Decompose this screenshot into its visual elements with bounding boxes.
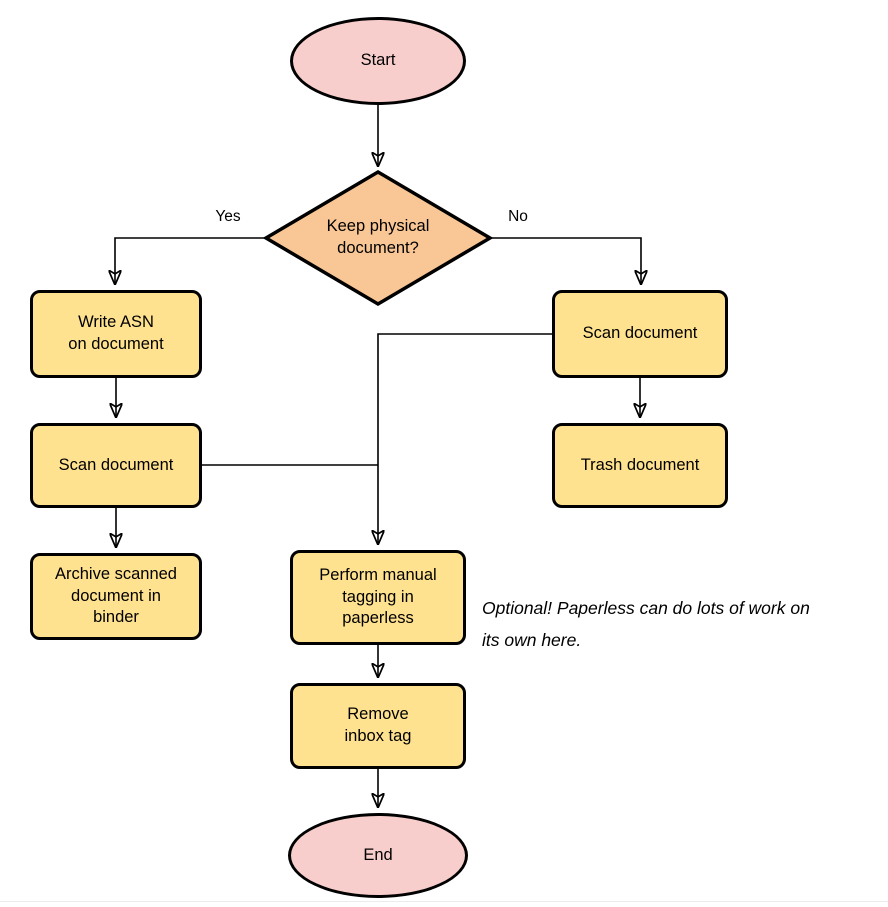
process-label: Trash document (580, 455, 700, 474)
process-scan-document-left: Scan document (30, 423, 202, 508)
edge-label-no: No (508, 208, 528, 225)
process-label: Scan document (58, 455, 174, 474)
optional-annotation: Optional! Paperless can do lots of work … (482, 598, 810, 651)
process-label: Perform manual tagging in paperless (319, 565, 437, 628)
process-trash-document: Trash document (552, 423, 728, 508)
process-archive-scanned-document: Archive scanned document in binder (30, 553, 202, 640)
process-write-asn: Write ASN on document (30, 290, 202, 378)
edge-decision-no (490, 237, 641, 284)
decision-keep-physical-document: Keep physical document? (262, 169, 494, 307)
start-label: Start (360, 51, 396, 70)
start-node: Start (290, 17, 466, 105)
process-remove-inbox-tag: Remove inbox tag (290, 683, 466, 769)
edge-label-yes: Yes (215, 208, 241, 225)
diamond-shape (262, 169, 494, 307)
process-label: Write ASN on document (68, 313, 164, 353)
edge-scanright-to-tagging (378, 333, 552, 544)
end-node: End (288, 813, 468, 898)
end-label: End (363, 845, 393, 864)
bottom-divider (0, 901, 888, 902)
edge-decision-yes (115, 237, 266, 284)
process-manual-tagging: Perform manual tagging in paperless (290, 550, 466, 645)
decision-label: Keep physical document? (326, 217, 430, 257)
process-scan-document-right: Scan document (552, 290, 728, 378)
process-label: Remove inbox tag (344, 705, 412, 745)
process-label: Scan document (582, 324, 698, 343)
process-label: Archive scanned document in binder (55, 564, 177, 627)
